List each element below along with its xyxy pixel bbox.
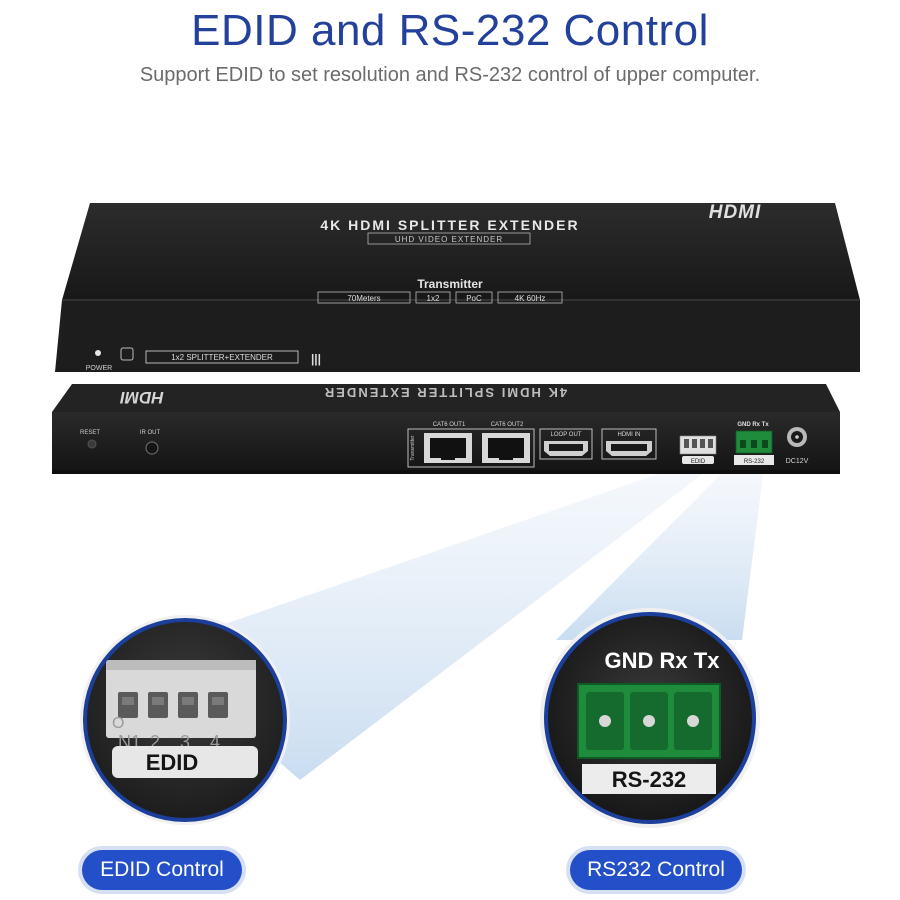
top-subtitle: UHD VIDEO EXTENDER bbox=[395, 235, 503, 244]
power-label: POWER bbox=[86, 365, 112, 372]
power-led bbox=[95, 350, 101, 356]
edid-switch-off-marker: O bbox=[112, 715, 124, 732]
loop-out-label: LOOP OUT bbox=[551, 432, 582, 438]
rs232-zoom-label: RS-232 bbox=[612, 767, 687, 792]
rs232-beam bbox=[556, 467, 764, 640]
edid-beam bbox=[150, 463, 712, 780]
mode-bars: ||| bbox=[311, 352, 321, 366]
edid-small-label: EDID bbox=[691, 459, 706, 465]
hdmi-in-label: HDMI IN bbox=[618, 432, 641, 438]
terminal-pins-small-label: GND Rx Tx bbox=[737, 422, 769, 428]
edid-switch-number: 2 bbox=[150, 732, 160, 752]
rs232-small-label: RS-232 bbox=[744, 459, 765, 465]
reset-label: RESET bbox=[80, 430, 100, 436]
dc12v-label: DC12V bbox=[786, 458, 809, 465]
transmitter-rear-unit: 4K HDMI SPLITTER EXTENDER HDMI RESET IR … bbox=[52, 384, 840, 474]
edid-switch-number: 4 bbox=[210, 732, 220, 752]
spec-badge: 4K 60Hz bbox=[515, 294, 546, 303]
edid-switch-number: 3 bbox=[180, 732, 190, 752]
rear-side-label: Transmitter bbox=[410, 435, 416, 460]
spec-badge: PoC bbox=[466, 294, 482, 303]
push-button-icon bbox=[120, 347, 134, 361]
spec-badge: 70Meters bbox=[347, 294, 380, 303]
cat6-out2-label: CAT6 OUT2 bbox=[491, 422, 524, 428]
subheadline: Support EDID to set resolution and RS-23… bbox=[139, 64, 761, 86]
rs232-zoom-pins-label: GND Rx Tx bbox=[605, 648, 721, 673]
reset-button bbox=[87, 439, 97, 449]
mirrored-hdmi-logo: HDMI bbox=[119, 388, 164, 407]
edid-zoom-label: EDID bbox=[146, 750, 199, 775]
mode-badge: 1x2 SPLITTER+EXTENDER bbox=[171, 353, 273, 362]
rs232-control-pill: RS232 Control bbox=[570, 850, 742, 890]
edid-zoom-lens: O N1 2 3 4 EDID bbox=[80, 615, 290, 825]
ir-out-jack bbox=[145, 441, 159, 455]
spec-badges: 70Meters 1x2 PoC 4K 60Hz bbox=[317, 291, 563, 304]
hdmi-logo: HDMI bbox=[709, 202, 762, 223]
cat6-out1-label: CAT6 OUT1 bbox=[433, 422, 466, 428]
transmitter-top-unit: 4K HDMI SPLITTER EXTENDER UHD VIDEO EXTE… bbox=[55, 202, 860, 372]
rs232-zoom-lens: GND Rx Tx RS-232 bbox=[540, 608, 760, 828]
edid-control-pill: EDID Control bbox=[82, 850, 242, 890]
mirrored-title: 4K HDMI SPLITTER EXTENDER bbox=[323, 385, 567, 400]
top-title: 4K HDMI SPLITTER EXTENDER bbox=[320, 217, 579, 233]
spec-badge: 1x2 bbox=[427, 294, 440, 303]
role-label: Transmitter bbox=[417, 277, 483, 291]
ir-out-label: IR OUT bbox=[140, 430, 161, 436]
headline: EDID and RS-232 Control bbox=[191, 6, 709, 55]
